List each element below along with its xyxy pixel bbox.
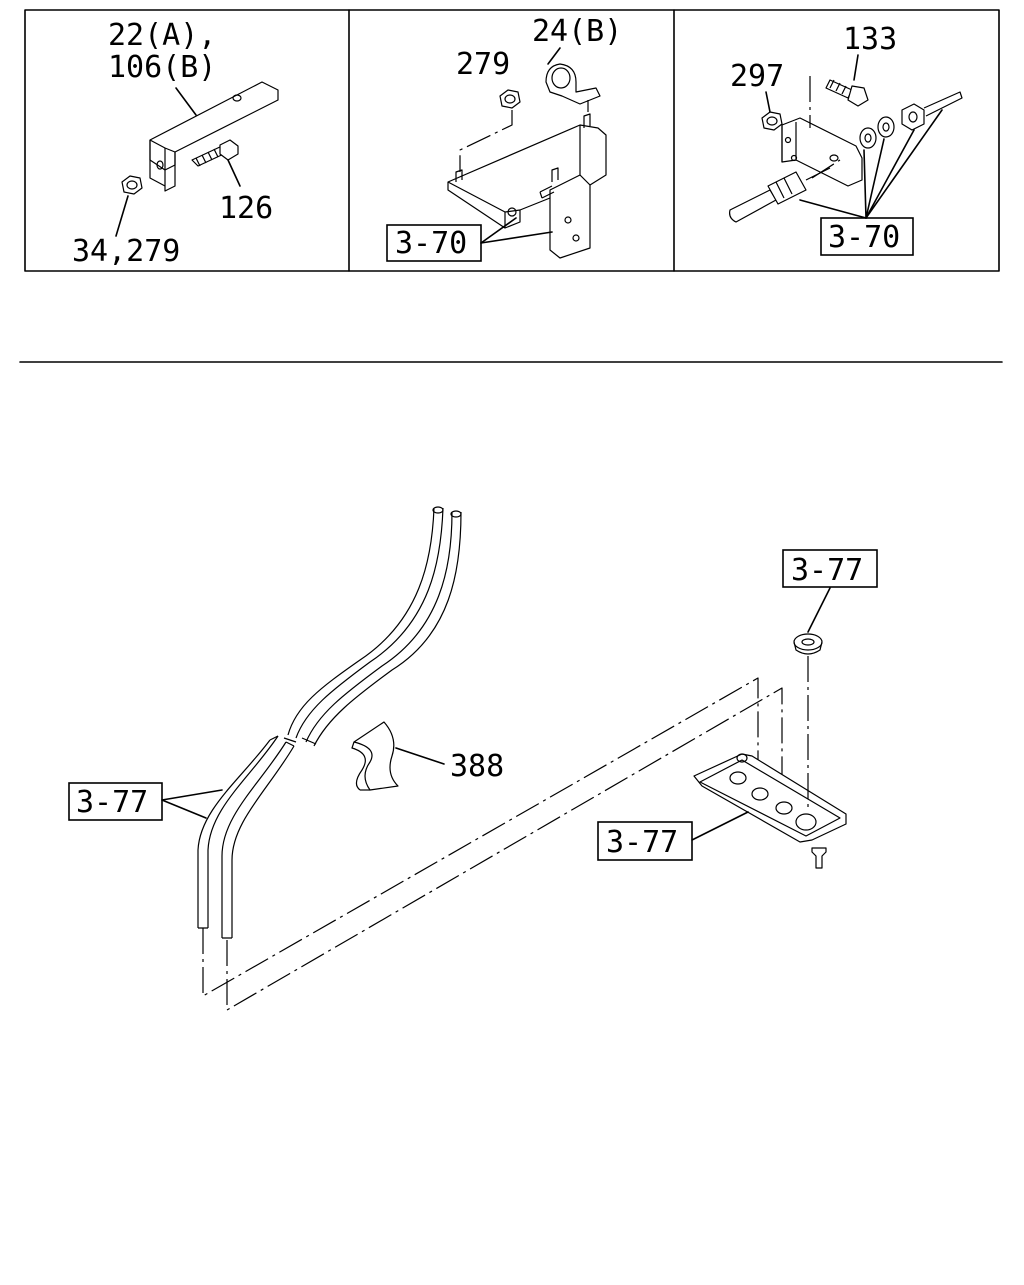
pipe-bundle-upper — [283, 506, 462, 747]
leader-3-77-pipes-a — [161, 789, 223, 801]
leader-388 — [395, 747, 445, 765]
leader-126 — [227, 159, 241, 187]
clip-24-drawing — [545, 63, 601, 105]
leader-3-77-pipes-b — [161, 799, 207, 819]
clip-388-drawing — [351, 721, 399, 791]
svg-text:3-77: 3-77 — [76, 785, 148, 820]
ref-box-3-70-panel2: 3-70 — [386, 224, 482, 262]
bolt-133-drawing — [825, 79, 869, 107]
bolt-126-drawing — [191, 139, 239, 167]
leader-34-279 — [115, 195, 129, 237]
leader-3-77-plate — [691, 811, 749, 841]
leader-3-77-grommet — [807, 587, 831, 633]
svg-text:3-77: 3-77 — [791, 553, 863, 588]
callout-279: 279 — [456, 47, 510, 82]
ref-box-3-77-grommet: 3-77 — [782, 549, 878, 588]
callout-297: 297 — [730, 59, 784, 94]
svg-text:3-77: 3-77 — [606, 825, 678, 860]
ref-box-3-77-pipes: 3-77 — [68, 782, 163, 821]
routing-line-b — [226, 687, 783, 1011]
leader-297 — [765, 91, 771, 113]
svg-text:3-70: 3-70 — [828, 220, 900, 255]
leader-3-70-washer2 — [865, 138, 885, 219]
leader-3-70-b — [480, 231, 553, 244]
leader-133 — [853, 54, 859, 81]
leader-3-70-pipe — [865, 109, 943, 219]
callout-126: 126 — [219, 191, 273, 226]
ref-box-3-70-panel3: 3-70 — [820, 217, 914, 256]
bracket-hose-drawing — [729, 117, 863, 223]
nut-34-279-drawing — [121, 175, 143, 195]
grommet-plate-drawing — [693, 753, 847, 869]
nut-297-drawing — [761, 111, 783, 131]
callout-22-106: 22(A), — [108, 18, 216, 53]
washers-nut-drawing — [859, 91, 963, 149]
callout-24: 24(B) — [532, 14, 622, 49]
leader-24 — [547, 47, 561, 65]
pipe-bundle-lower — [197, 735, 295, 939]
callout-388: 388 — [450, 749, 504, 784]
leader-3-70-a — [480, 217, 517, 244]
assembly-line-hose — [811, 159, 841, 179]
leader-3-70-washer1 — [863, 149, 867, 219]
detail-panels-frame — [24, 9, 1000, 272]
panel-1: 22(A), 106(B) 126 34,279 — [72, 18, 279, 269]
panel-3: 3-70 133 297 — [729, 22, 963, 256]
ref-box-3-77-plate: 3-77 — [597, 821, 693, 861]
assembly-line-279 — [459, 110, 513, 172]
callout-106: 106(B) — [108, 50, 216, 85]
callout-34-279: 34,279 — [72, 234, 180, 269]
leader-22-106 — [175, 87, 197, 116]
callout-133: 133 — [843, 22, 897, 57]
main-assembly: 388 3-77 3-77 — [68, 506, 878, 1011]
leader-3-70-fitting — [799, 199, 867, 219]
grommet-drawing — [793, 633, 823, 655]
nut-279-drawing — [499, 89, 521, 109]
panel-2: 3-70 24(B) 279 — [386, 14, 622, 262]
svg-text:3-70: 3-70 — [395, 226, 467, 261]
leader-3-70-nut — [865, 129, 915, 219]
bracket-drawing — [149, 81, 279, 192]
routing-line-a — [202, 677, 759, 997]
